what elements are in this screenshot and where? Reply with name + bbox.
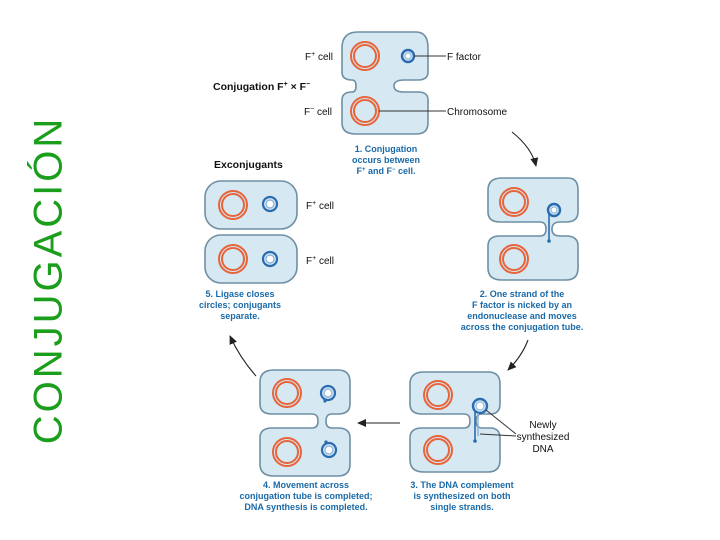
step3-cell-pair [409,371,517,473]
svg-text:F factor is nicked by an: F factor is nicked by an [472,300,572,310]
step5-caption: 5. Ligase closes circles; conjugants sep… [199,289,281,321]
ex2-chromosome [218,244,248,274]
step4-chromosome-1 [272,378,302,408]
step3-chromosome-1 [423,380,453,410]
step4-chromosome-2 [272,437,302,467]
label-conjugation-cross: Conjugation F+ × F− [213,81,310,93]
label-f-factor: F factor [447,52,482,63]
svg-text:DNA synthesis is completed.: DNA synthesis is completed. [244,502,367,512]
svg-text:is synthesized on both: is synthesized on both [413,491,510,501]
exconjugant-cell-1 [204,180,298,230]
top-cell-pair [341,31,446,135]
svg-text:circles; conjugants: circles; conjugants [199,300,281,310]
ex2-label: F+ cell [306,255,334,267]
step3-cell-pair-body [409,371,501,473]
step2-chromosome-1 [499,187,529,217]
step2-caption: 2. One strand of the F factor is nicked … [461,289,584,332]
svg-text:across the conjugation tube.: across the conjugation tube. [461,322,584,332]
step3-caption: 3. The DNA complement is synthesized on … [410,480,513,512]
step4-cell-pair-body [259,369,351,477]
exconjugants-label: Exconjugants [214,159,283,171]
svg-text:endonuclease and moves: endonuclease and moves [467,311,577,321]
label-fminus-cell: F− cell [304,106,332,118]
svg-text:conjugation tube is completed;: conjugation tube is completed; [239,491,372,501]
newly-dna-leader-1 [485,409,517,435]
step2-f-factor [546,202,562,243]
arrow-step4-to-step5 [229,335,257,377]
step3-chromosome-2 [423,435,453,465]
svg-text:Newly: Newly [529,420,556,431]
newly-dna-leader-2 [479,433,517,437]
svg-text:single strands.: single strands. [430,502,494,512]
svg-text:F+ and F− cell.: F+ and F− cell. [356,166,415,176]
ex1-chromosome [218,190,248,220]
step3-f-factor [471,397,489,443]
arrow-step1-to-step2 [511,131,539,167]
ex1-label: F+ cell [306,200,334,212]
svg-text:2. One strand of the: 2. One strand of the [480,289,565,299]
step4-cell-pair [259,369,351,477]
ex1-f-factor [261,195,279,213]
svg-text:1. Conjugation: 1. Conjugation [355,144,418,154]
step1-caption: 1. Conjugation occurs between F+ and F− … [352,144,420,176]
svg-text:3. The DNA complement: 3. The DNA complement [410,480,513,490]
svg-text:synthesized: synthesized [517,432,570,443]
step2-chromosome-2 [499,244,529,274]
svg-text:occurs between: occurs between [352,155,420,165]
label-chromosome: Chromosome [447,107,507,118]
arrow-step2-to-step3 [507,339,529,371]
top-chromosome-1 [350,41,380,71]
svg-text:DNA: DNA [532,444,553,455]
exconjugant-cell-2 [204,234,298,284]
ex2-f-factor [261,250,279,268]
label-fplus-cell: F+ cell [305,51,333,63]
svg-text:separate.: separate. [220,311,260,321]
step4-plasmid-2 [320,440,338,459]
step4-caption: 4. Movement across conjugation tube is c… [239,480,372,512]
step2-cell-pair [487,177,579,281]
svg-text:5. Ligase closes: 5. Ligase closes [205,289,274,299]
newly-dna-label: Newly synthesized DNA [517,420,570,455]
svg-text:4. Movement across: 4. Movement across [263,480,349,490]
step4-plasmid-1 [319,384,337,403]
